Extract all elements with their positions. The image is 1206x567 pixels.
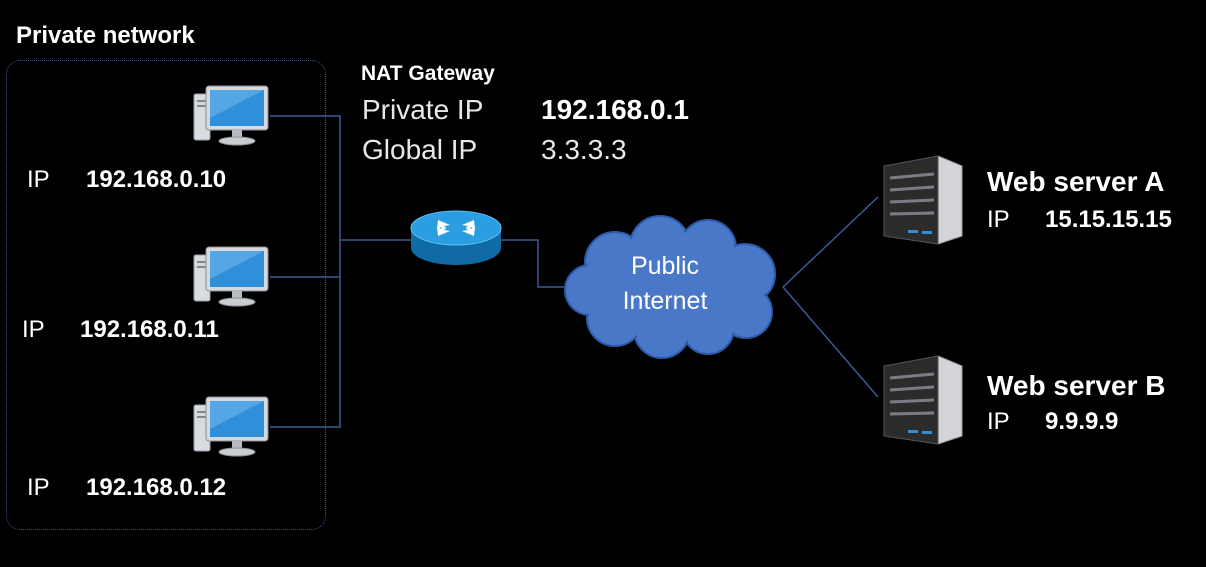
server-name: Web server B: [987, 370, 1166, 401]
computer-icon: [193, 246, 269, 307]
private-ip-label: Private IP: [362, 94, 484, 125]
server-ip-label: IP: [987, 408, 1010, 435]
server-icon: [883, 355, 963, 445]
internet-label-line1: Public: [630, 252, 700, 280]
link-pc1: [270, 115, 341, 428]
server-name: Web server A: [987, 166, 1165, 197]
server-icon: [883, 155, 963, 245]
private-network-title: Private network: [16, 22, 195, 49]
private-ip-value: 192.168.0.1: [541, 94, 689, 125]
internet-label-line2: Internet: [622, 287, 708, 315]
server-ip-label: IP: [987, 206, 1010, 233]
host-ip-label: IP: [27, 474, 50, 501]
private-network-boundary: [6, 60, 326, 530]
link-internet-serverB: [782, 286, 879, 398]
link-router-internet: [498, 239, 575, 288]
global-ip-label: Global IP: [362, 134, 478, 165]
nat-gateway-title: NAT Gateway: [361, 62, 495, 85]
server-ip-value: 15.15.15.15: [1045, 206, 1172, 233]
internet-cloud-icon: [564, 215, 776, 359]
server-ip-value: 9.9.9.9: [1045, 408, 1119, 435]
computer-icon: [193, 396, 269, 457]
router-icon: [410, 210, 502, 265]
host-ip-label: IP: [22, 316, 45, 343]
global-ip-value: 3.3.3.3: [541, 134, 627, 165]
host-ip-value: 192.168.0.11: [80, 316, 219, 343]
link-internet-serverA: [782, 196, 879, 288]
host-ip-value: 192.168.0.10: [86, 166, 227, 193]
computer-icon: [193, 85, 269, 146]
host-ip-label: IP: [27, 166, 50, 193]
host-ip-value: 192.168.0.12: [86, 474, 227, 501]
